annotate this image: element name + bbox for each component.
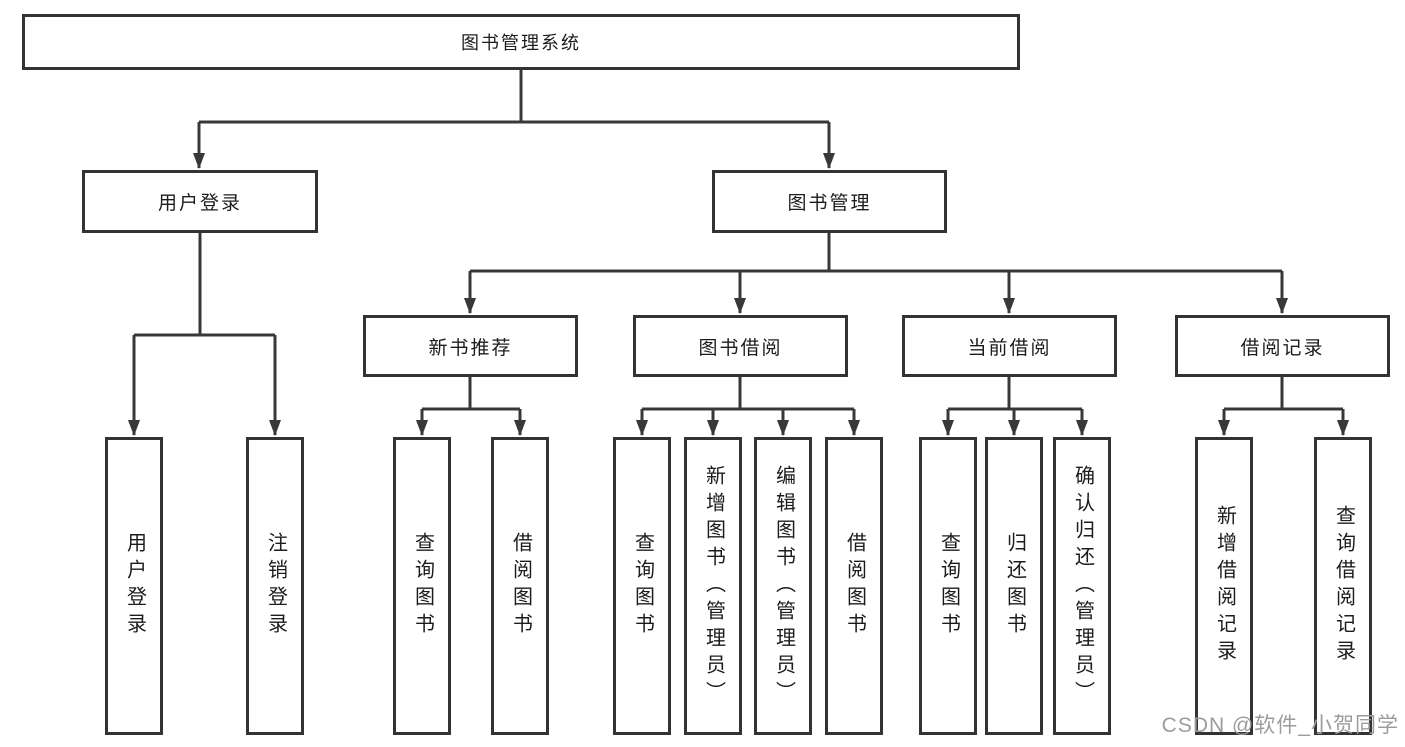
leaf-label: 用户登录 [123,532,146,640]
node-label: 图书管理 [787,193,872,214]
leaf-query-book-recommend: 查询图书 [393,437,451,735]
leaf-label: 借阅图书 [843,532,866,640]
node-current-borrow: 当前借阅 [902,315,1117,377]
node-root-system: 图书管理系统 [22,14,1020,70]
csdn-watermark: CSDN @软件_小贺同学 [1161,714,1399,737]
leaf-label: 新增图书（管理员） [702,464,725,708]
leaf-label: 查询图书 [631,532,654,640]
node-label: 借阅记录 [1240,337,1325,359]
leaf-label: 查询借阅记录 [1332,505,1355,667]
leaf-label: 新增借阅记录 [1213,505,1236,667]
leaf-query-book-borrow: 查询图书 [613,437,671,735]
leaf-confirm-return-admin: 确认归还（管理员） [1053,437,1111,735]
node-label: 当前借阅 [967,337,1052,359]
leaf-return-book: 归还图书 [985,437,1043,735]
leaf-label: 确认归还（管理员） [1071,464,1094,708]
node-borrow-record: 借阅记录 [1175,315,1390,377]
leaf-add-borrow-record: 新增借阅记录 [1195,437,1253,735]
leaf-label: 编辑图书（管理员） [772,464,795,708]
node-book-management: 图书管理 [712,170,947,233]
node-label: 图书管理系统 [461,33,581,53]
leaf-user-login: 用户登录 [105,437,163,735]
node-user-login: 用户登录 [82,170,318,233]
leaf-borrow-book-recommend: 借阅图书 [491,437,549,735]
leaf-label: 注销登录 [264,532,287,640]
leaf-query-book-current: 查询图书 [919,437,977,735]
leaf-query-borrow-record: 查询借阅记录 [1314,437,1372,735]
leaf-borrow-book: 借阅图书 [825,437,883,735]
node-label: 用户登录 [157,193,242,214]
node-book-borrow: 图书借阅 [633,315,848,377]
leaf-add-book-admin: 新增图书（管理员） [684,437,742,735]
leaf-logout: 注销登录 [246,437,304,735]
leaf-label: 查询图书 [411,532,434,640]
node-label: 新书推荐 [428,337,513,359]
node-new-book-recommend: 新书推荐 [363,315,578,377]
leaf-edit-book-admin: 编辑图书（管理员） [754,437,812,735]
node-label: 图书借阅 [698,337,783,359]
leaf-label: 归还图书 [1003,532,1026,640]
leaf-label: 借阅图书 [509,532,532,640]
leaf-label: 查询图书 [937,532,960,640]
